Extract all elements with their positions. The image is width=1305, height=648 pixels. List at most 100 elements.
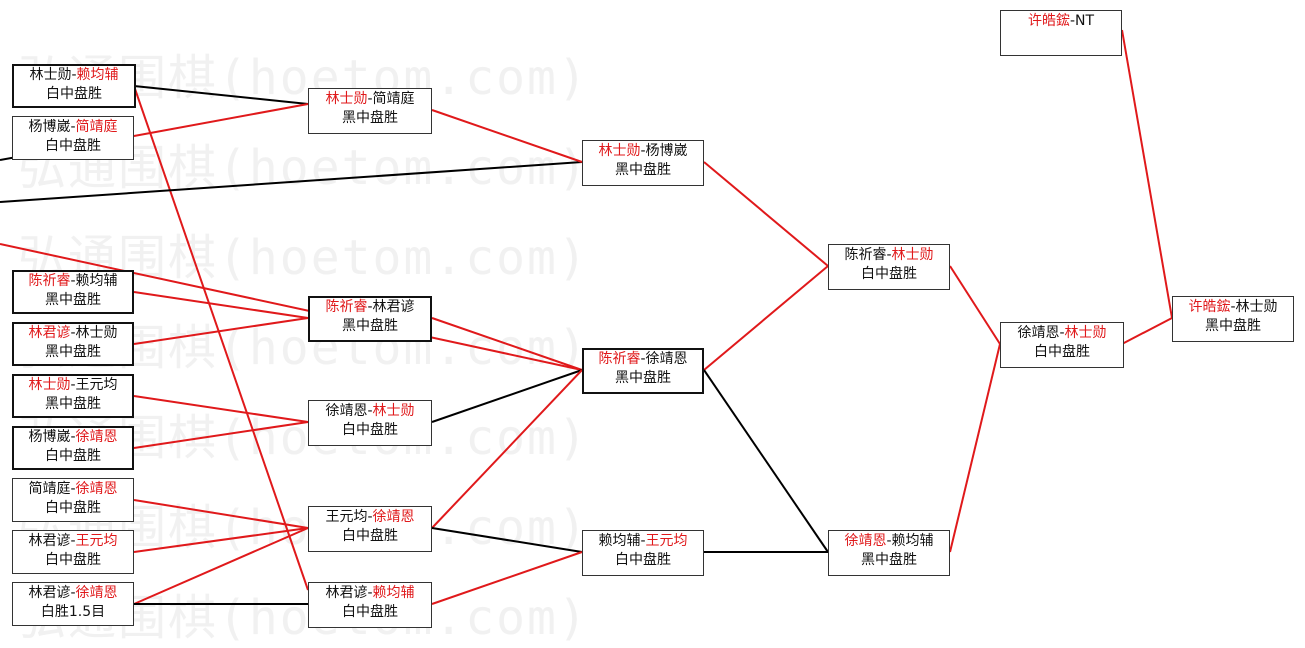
player-black: 林士勋 [598,143,641,159]
match-box-m2: 杨博崴-简靖庭白中盘胜 [12,116,134,160]
player-black: 杨博崴 [28,119,71,135]
connector-line [133,395,309,423]
player-black: 陈祈睿 [598,351,641,367]
player-black: 陈祈睿 [28,273,71,289]
player-separator: - [70,481,76,497]
player-white: 王元均 [75,377,118,393]
match-result: 黑中盘胜 [615,162,671,178]
match-result: 黑中盘胜 [861,552,917,568]
match-result: 白中盘胜 [45,500,101,516]
player-separator: - [71,67,77,83]
player-separator: - [886,533,892,549]
connector-line [133,527,309,605]
match-players: 林君谚-赖均辅 [309,584,431,603]
player-white: 林士勋 [75,325,118,341]
match-players: 林士勋-简靖庭 [309,90,431,109]
player-white: 简靖庭 [75,119,118,135]
connector-line [1121,29,1173,319]
connector-line [431,369,583,423]
connector-line [1121,317,1173,345]
player-white: 徐靖恩 [75,481,118,497]
player-white: 赖均辅 [372,585,415,601]
player-separator: - [367,299,373,315]
connector-line [703,265,829,371]
player-white: 赖均辅 [76,67,119,83]
connector-line [703,369,829,553]
match-box-m3: 陈祈睿-赖均辅黑中盘胜 [12,270,134,314]
match-players: 徐靖恩-林士勋 [309,402,431,421]
player-separator: - [367,585,373,601]
player-white: 赖均辅 [891,533,934,549]
match-players: 陈祈睿-徐靖恩 [584,350,702,369]
player-white: NT [1075,13,1095,29]
match-result: 白中盘胜 [342,422,398,438]
match-box-m7: 简靖庭-徐靖恩白中盘胜 [12,478,134,522]
match-players: 陈祈睿-林君谚 [310,298,430,317]
connector-line [133,85,309,591]
match-box-m5: 林士勋-王元均黑中盘胜 [12,374,134,418]
player-black: 林君谚 [325,585,368,601]
player-black: 王元均 [325,509,368,525]
connector-line [949,343,1001,553]
player-separator: - [1069,13,1076,29]
match-result: 白胜1.5目 [40,604,106,620]
match-box-m19: 徐靖恩-赖均辅黑中盘胜 [828,530,950,576]
match-result: 白中盘胜 [45,448,101,464]
match-box-m13: 王元均-徐靖恩白中盘胜 [308,506,432,552]
match-players: 林士勋-杨博崴 [583,142,703,161]
match-box-m1: 林士勋-赖均辅白中盘胜 [12,64,136,108]
match-box-m18: 陈祈睿-林士勋白中盘胜 [828,244,950,290]
match-players: 王元均-徐靖恩 [309,508,431,527]
player-black: 林君谚 [28,533,71,549]
match-box-m11: 陈祈睿-林君谚黑中盘胜 [308,296,432,342]
match-result: 黑中盘胜 [615,370,671,386]
connector-line [703,161,829,267]
player-separator: - [70,273,76,289]
player-black: 林君谚 [28,325,71,341]
match-players: 徐靖恩-林士勋 [1001,324,1123,343]
player-white: 王元均 [645,533,688,549]
player-black: 许皓鋐 [1188,299,1231,315]
match-result: 白中盘胜 [45,552,101,568]
match-result: 白中盘胜 [342,604,398,620]
match-box-m15: 林士勋-杨博崴黑中盘胜 [582,140,704,186]
player-white: 赖均辅 [75,273,118,289]
connector-line [431,317,583,371]
connector-line [133,499,309,529]
match-players: 林君谚-徐靖恩 [13,584,133,603]
player-white: 简靖庭 [372,91,415,107]
connector-line [133,85,309,105]
match-result: 白中盘胜 [861,266,917,282]
match-players: 陈祈睿-赖均辅 [14,272,132,291]
connector-line [133,317,309,345]
match-box-m22: 许皓鋐-林士勋黑中盘胜 [1172,296,1294,342]
player-black: 林士勋 [28,377,71,393]
player-separator: - [70,585,76,601]
connector-line [431,527,583,553]
player-black: 赖均辅 [598,533,641,549]
match-box-m20: 徐靖恩-林士勋白中盘胜 [1000,322,1124,368]
player-white: 林士勋 [1064,325,1107,341]
player-separator: - [640,351,646,367]
match-result: 黑中盘胜 [45,292,101,308]
connector-line [0,161,583,203]
match-result: 黑中盘胜 [45,396,101,412]
player-separator: - [70,377,76,393]
match-players: 赖均辅-王元均 [583,532,703,551]
match-box-m6: 杨博崴-徐靖恩白中盘胜 [12,426,134,470]
player-white: 徐靖恩 [372,509,415,525]
match-players: 林士勋-王元均 [14,376,132,395]
match-players: 杨博崴-徐靖恩 [14,428,132,447]
match-result: 白中盘胜 [615,552,671,568]
match-result: 白中盘胜 [1034,344,1090,360]
match-players: 杨博崴-简靖庭 [13,118,133,137]
player-separator: - [70,533,76,549]
player-separator: - [640,143,646,159]
player-separator: - [70,325,76,341]
match-players: 徐靖恩-赖均辅 [829,532,949,551]
connector-line [0,243,583,371]
match-result: 黑中盘胜 [45,344,101,360]
player-separator: - [367,509,373,525]
player-separator: - [70,119,76,135]
